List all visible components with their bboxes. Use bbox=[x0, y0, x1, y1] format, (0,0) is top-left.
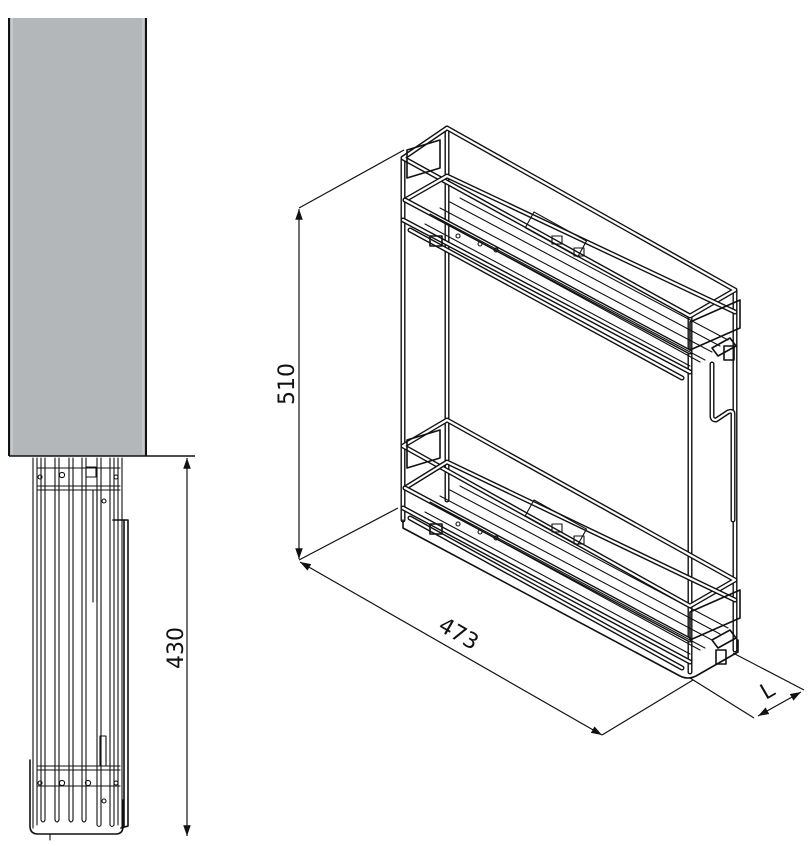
basket-isometric bbox=[400, 125, 741, 679]
cabinet-panel bbox=[8, 18, 195, 457]
side-view: 430 bbox=[8, 18, 195, 841]
dimension-label-510: 510 bbox=[275, 363, 300, 405]
dimension-label-473: 473 bbox=[434, 613, 483, 656]
handle bbox=[709, 361, 736, 523]
bottom-shelf bbox=[400, 417, 741, 679]
dimension-iso-height: 510 bbox=[275, 149, 405, 561]
dimension-label-430: 430 bbox=[164, 627, 189, 669]
dimension-side-height: 430 bbox=[164, 458, 191, 836]
top-shelf bbox=[400, 125, 741, 381]
basket-side-elevation bbox=[29, 457, 129, 841]
dimension-label-L: L bbox=[756, 677, 780, 705]
isometric-view: 510 473 L bbox=[275, 125, 805, 736]
dimension-iso-width: L bbox=[689, 652, 805, 719]
